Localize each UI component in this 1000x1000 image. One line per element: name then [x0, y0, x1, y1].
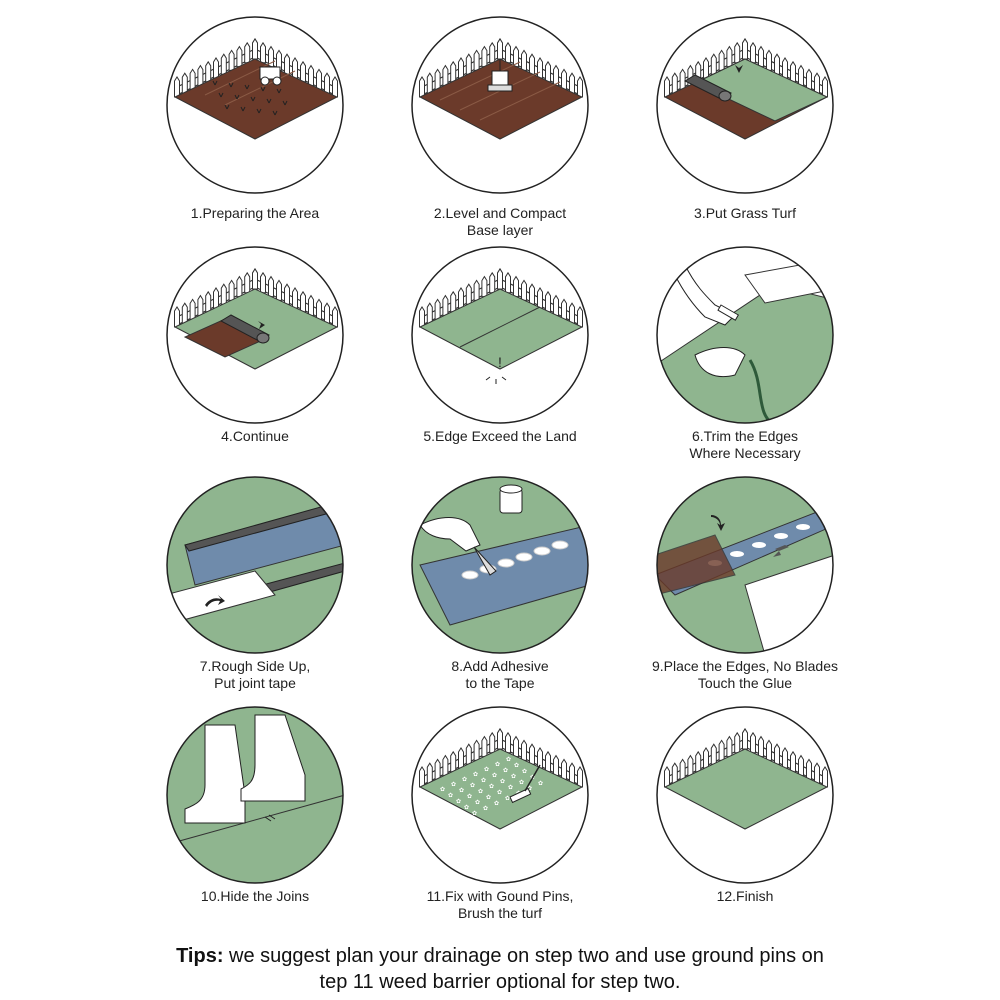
step-caption-line: Base layer	[466, 222, 534, 238]
svg-text:✿: ✿	[456, 798, 461, 805]
hand-knife-icon	[674, 264, 740, 326]
step-caption: 10.Hide the Joins	[125, 888, 385, 905]
step-caption: 3.Put Grass Turf	[615, 205, 875, 222]
step-caption-line: 10.Hide the Joins	[200, 888, 310, 904]
svg-text:✿: ✿	[497, 789, 502, 796]
curved-arrow-icon	[205, 595, 225, 607]
step-caption: 5.Edge Exceed the Land	[370, 428, 630, 445]
step-caption-line: 6.Trim the Edges	[691, 428, 799, 444]
step-caption-line: 9.Place the Edges, No Blades	[651, 658, 838, 674]
turf-roll-icon	[683, 74, 733, 102]
svg-text:✿: ✿	[448, 792, 453, 799]
svg-text:✿: ✿	[467, 793, 472, 800]
svg-text:✿: ✿	[464, 804, 469, 811]
svg-text:✿: ✿	[478, 788, 483, 795]
svg-text:✿: ✿	[489, 783, 494, 790]
svg-text:✿: ✿	[486, 794, 491, 801]
glue-pot-icon	[499, 484, 523, 514]
step-caption-line: Where Necessary	[689, 445, 801, 461]
step-illustration-adhesive	[410, 475, 590, 655]
step-caption-line: 3.Put Grass Turf	[694, 205, 796, 221]
svg-text:✿: ✿	[481, 777, 486, 784]
tips-line-2: tep 11 weed barrier optional for step tw…	[319, 971, 681, 993]
step-illustration-joint-tape	[165, 475, 345, 655]
step-illustration-turf-roll	[655, 15, 835, 195]
step-caption-line: Touch the Glue	[697, 675, 793, 691]
svg-text:✿: ✿	[483, 805, 488, 812]
svg-text:✿: ✿	[538, 780, 543, 787]
arrow-icon	[258, 321, 265, 329]
step-caption-line: 7.Rough Side Up,	[199, 658, 311, 674]
step-caption-line: 8.Add Adhesive	[451, 658, 549, 674]
step-caption-line: Put joint tape	[214, 675, 296, 691]
tips-line-1: Tips: we suggest plan your drainage on s…	[40, 943, 960, 969]
step-caption-line: 1.Preparing the Area	[190, 205, 320, 221]
step-caption: 4.Continue	[125, 428, 385, 445]
svg-text:✿: ✿	[527, 785, 532, 792]
svg-text:✿: ✿	[508, 784, 513, 791]
svg-text:✿: ✿	[522, 768, 527, 775]
svg-text:✿: ✿	[462, 776, 467, 783]
svg-text:✿: ✿	[459, 787, 464, 794]
step-illustration-boots	[165, 705, 345, 885]
step-caption-line: 5.Edge Exceed the Land	[423, 428, 577, 444]
hand-icon	[694, 347, 746, 378]
step-caption-line: 12.Finish	[716, 888, 774, 904]
roller-machine-icon	[259, 66, 282, 86]
step-caption-line: to the Tape	[465, 675, 535, 691]
step-illustration-soil-compactor	[410, 15, 590, 195]
svg-text:✿: ✿	[470, 782, 475, 789]
step-illustration-turf-edge: !	[410, 245, 590, 425]
compactor-icon	[487, 59, 513, 92]
svg-text:✿: ✿	[440, 786, 445, 793]
svg-text:✿: ✿	[494, 800, 499, 807]
svg-text:✿: ✿	[475, 799, 480, 806]
step-caption: 12.Finish	[615, 888, 875, 905]
svg-text:✿: ✿	[500, 778, 505, 785]
step-caption: 11.Fix with Gound Pins,Brush the turf	[370, 888, 630, 922]
svg-text:✿: ✿	[511, 773, 516, 780]
step-caption-line: Brush the turf	[457, 905, 543, 921]
tips-text: Tips: we suggest plan your drainage on s…	[40, 943, 960, 995]
step-caption: 7.Rough Side Up,Put joint tape	[125, 658, 385, 692]
step-caption: 1.Preparing the Area	[125, 205, 385, 222]
step-caption-line: 4.Continue	[221, 428, 289, 444]
boots-icon	[184, 714, 306, 824]
svg-text:✿: ✿	[514, 762, 519, 769]
arrow-down-icon	[711, 515, 725, 531]
step-caption-line: 11.Fix with Gound Pins,	[426, 888, 574, 904]
svg-text:✿: ✿	[484, 766, 489, 773]
down-arrow-icon	[735, 65, 743, 73]
svg-text:✿: ✿	[451, 781, 456, 788]
svg-text:✿: ✿	[473, 771, 478, 778]
exclamation-icon: !	[498, 354, 502, 370]
hand-spatula-icon	[419, 517, 497, 576]
svg-text:✿: ✿	[503, 767, 508, 774]
tips-line-1-text: we suggest plan your drainage on step tw…	[223, 945, 824, 967]
tips-label: Tips:	[176, 945, 224, 967]
svg-text:✿: ✿	[506, 756, 511, 763]
arrow-left-icon	[773, 545, 789, 557]
svg-text:✿: ✿	[492, 772, 497, 779]
step-illustration-finish	[655, 705, 835, 885]
turf-roll-icon	[219, 314, 271, 344]
brush-icon	[509, 764, 541, 804]
svg-text:✿: ✿	[519, 779, 524, 786]
step-illustration-trim-knife	[655, 245, 835, 425]
svg-text:✿: ✿	[495, 761, 500, 768]
step-illustration-pins-brush: ✿✿✿✿✿✿✿✿✿✿✿✿✿✿✿✿✿✿✿✿✿✿✿✿✿✿✿✿✿✿✿✿✿✿✿	[410, 705, 590, 885]
step-illustration-turf-roll-continue	[165, 245, 345, 425]
svg-text:✿: ✿	[505, 795, 510, 802]
step-illustration-soil-roller	[165, 15, 345, 195]
motion-lines-icon	[264, 814, 276, 822]
step-illustration-place-edges	[655, 475, 835, 655]
svg-text:✿: ✿	[472, 810, 477, 817]
step-caption-line: 2.Level and Compact	[433, 205, 567, 221]
